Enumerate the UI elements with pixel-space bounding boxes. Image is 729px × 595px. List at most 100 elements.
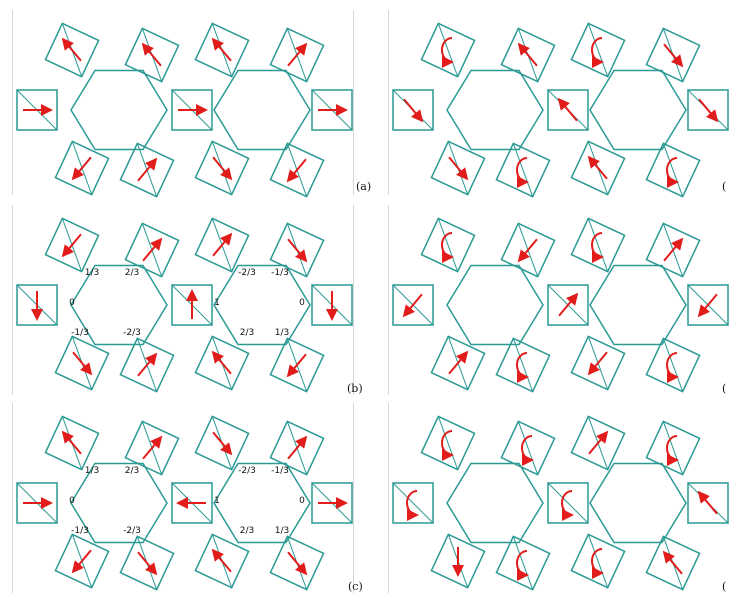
lattice-square xyxy=(392,89,434,131)
lattice-square xyxy=(269,337,325,393)
lattice-diagonal xyxy=(437,23,459,77)
site-value-label: 0 xyxy=(69,496,75,506)
spin-arrow xyxy=(142,237,163,262)
site-value-label: -1/3 xyxy=(71,328,89,338)
hexagon-1 xyxy=(213,69,311,151)
lattice-square xyxy=(420,415,476,471)
lattice-square xyxy=(119,535,175,591)
rotation-arrow xyxy=(666,157,679,188)
panel-frame-c-right xyxy=(388,403,729,593)
spin-arrow xyxy=(211,37,232,62)
rotation-arrow xyxy=(666,352,679,383)
panel-frame-b-left xyxy=(12,205,354,395)
lattice-square xyxy=(420,22,476,78)
spin-arrow xyxy=(212,232,233,257)
lattice-square xyxy=(495,535,551,591)
panel-frame-a-right xyxy=(388,10,729,195)
spin-arrow xyxy=(662,550,683,575)
hexagon-1 xyxy=(589,264,687,346)
lattice-square xyxy=(44,22,100,78)
rotation-arrow xyxy=(516,352,529,383)
spin-arrow xyxy=(61,37,82,62)
lattice-square xyxy=(570,533,626,589)
lattice-square xyxy=(269,420,325,476)
lattice-square xyxy=(645,337,701,393)
lattice-square xyxy=(311,284,353,326)
lattice-square xyxy=(269,27,325,83)
lattice-diagonal xyxy=(547,482,589,524)
site-value-label: 1 xyxy=(214,298,220,308)
rotation-arrow xyxy=(666,435,679,466)
lattice-diagonal xyxy=(512,338,534,392)
lattice-diagonal xyxy=(517,421,539,475)
lattice-square xyxy=(54,533,110,589)
lattice-square xyxy=(420,217,476,273)
lattice-square xyxy=(269,222,325,278)
site-value-label: 1/3 xyxy=(85,466,99,476)
site-value-label: -2/3 xyxy=(238,268,256,278)
site-value-label: 2/3 xyxy=(240,526,254,536)
spin-arrow xyxy=(517,42,538,67)
lattice-square xyxy=(54,140,110,196)
lattice-square xyxy=(570,140,626,196)
spin-arrow xyxy=(61,233,82,258)
hexagon-0 xyxy=(70,264,168,346)
site-value-label: -1/3 xyxy=(71,526,89,536)
lattice-square xyxy=(194,415,250,471)
lattice-square xyxy=(16,482,58,524)
lattice-square xyxy=(687,284,729,326)
lattice-diagonal xyxy=(662,143,684,197)
lattice-square xyxy=(645,535,701,591)
hexagon-0 xyxy=(70,69,168,151)
rotation-arrow xyxy=(516,550,529,581)
rotation-arrow xyxy=(591,548,604,579)
spin-arrow xyxy=(72,351,93,376)
lattice-square xyxy=(495,337,551,393)
lattice-square xyxy=(54,335,110,391)
lattice-diagonal xyxy=(392,482,434,524)
lattice-square xyxy=(570,22,626,78)
site-value-label: 0 xyxy=(299,496,305,506)
spin-arrow xyxy=(403,98,424,123)
spin-arrow xyxy=(697,293,718,318)
lattice-square xyxy=(124,222,180,278)
lattice-square xyxy=(194,217,250,273)
lattice-square xyxy=(194,335,250,391)
spin-arrow xyxy=(697,490,718,515)
site-value-label: 1/3 xyxy=(275,328,289,338)
lattice-square xyxy=(547,482,589,524)
spin-arrow xyxy=(663,43,684,68)
panel-a-left xyxy=(16,22,353,198)
lattice-diagonal xyxy=(587,23,609,77)
hexagon-0 xyxy=(446,69,544,151)
rotation-arrow xyxy=(441,430,454,461)
lattice-square xyxy=(430,140,486,196)
hexagon-0 xyxy=(446,264,544,346)
spin-arrow xyxy=(61,430,82,455)
lattice-square xyxy=(547,89,589,131)
rotation-arrow xyxy=(521,435,534,466)
lattice-diagonal xyxy=(662,421,684,475)
lattice-square xyxy=(547,284,589,326)
lattice-square xyxy=(171,89,213,131)
lattice-square xyxy=(500,27,556,83)
lattice-square xyxy=(119,142,175,198)
lattice-square xyxy=(392,482,434,524)
spin-arrow xyxy=(212,431,233,456)
panel-frame-a-left xyxy=(12,10,354,195)
spin-arrow xyxy=(137,352,158,377)
spin-arrow xyxy=(402,293,423,318)
lattice-diagonal xyxy=(512,536,534,590)
spin-arrow xyxy=(211,350,232,375)
lattice-diagonal xyxy=(587,218,609,272)
rotation-arrow xyxy=(591,37,604,68)
site-value-label: -2/3 xyxy=(238,466,256,476)
lattice-square xyxy=(269,535,325,591)
spin-arrow xyxy=(588,430,609,455)
hexagon-1 xyxy=(213,462,311,544)
lattice-square xyxy=(645,27,701,83)
lattice-square xyxy=(500,420,556,476)
lattice-square xyxy=(570,415,626,471)
lattice-square xyxy=(119,337,175,393)
